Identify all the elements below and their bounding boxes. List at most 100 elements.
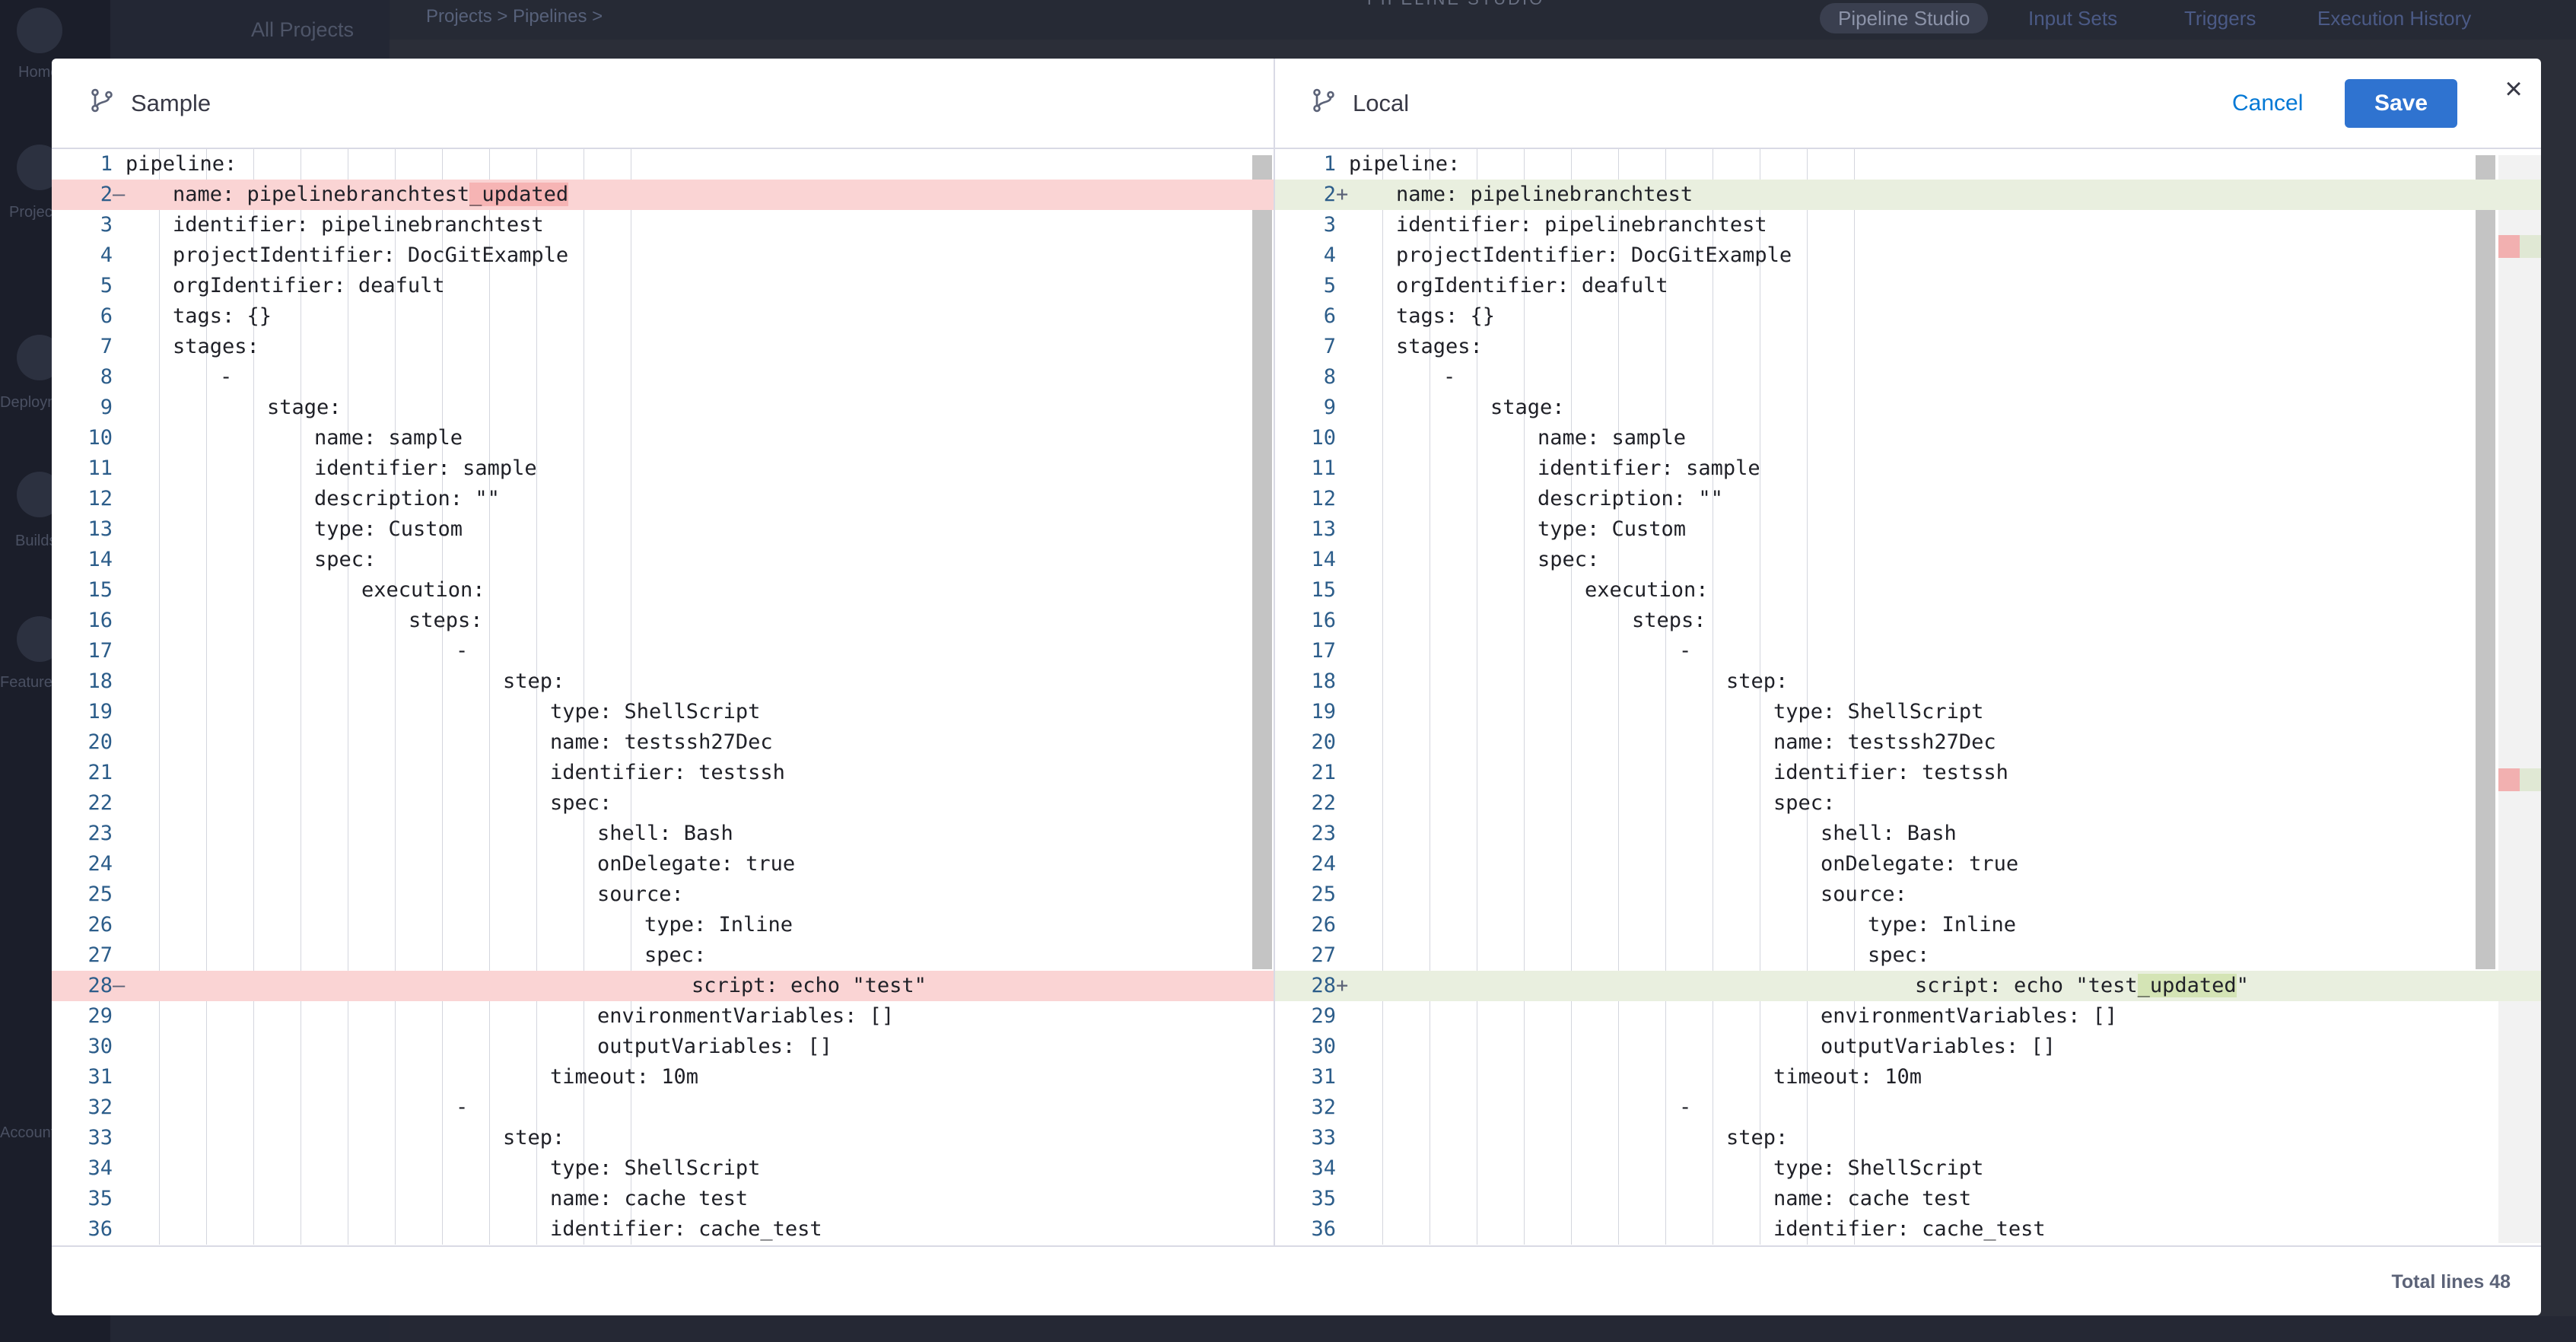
code-text: - [1679, 639, 1692, 663]
code-text: - [1443, 365, 1456, 389]
diff-overview-ruler[interactable] [2498, 155, 2541, 1243]
code-line: 8- [1275, 362, 2541, 393]
code-text: type: Inline [1868, 913, 2017, 937]
line-number: 5 [100, 274, 113, 297]
line-number: 5 [1323, 274, 1336, 297]
code-line: 28+script: echo "test_updated" [1275, 971, 2541, 1001]
line-number: 25 [87, 882, 113, 906]
code-text: type: Inline [644, 913, 793, 937]
code-text: description: "" [1538, 487, 1723, 510]
line-number: 13 [87, 517, 113, 541]
code-text: pipeline: [1349, 152, 1461, 176]
nav-label-builds: Builds [15, 533, 57, 549]
left-scrollbar[interactable] [1252, 155, 1272, 969]
indent-guide [159, 149, 160, 1245]
line-number: 28 [87, 974, 113, 997]
code-text: orgIdentifier: deafult [1396, 274, 1668, 297]
code-text: stage: [267, 396, 342, 419]
line-number: 8 [1323, 365, 1336, 389]
code-text: type: ShellScript [550, 700, 761, 723]
line-number: 16 [1311, 609, 1336, 632]
code-text: name: cache test [1773, 1187, 1972, 1210]
modal-header: Sample Local Cancel Save × [52, 59, 2541, 149]
line-number: 20 [1311, 730, 1336, 754]
tab-input-sets: Input Sets [2028, 7, 2118, 30]
right-pane-title-text: Local [1353, 89, 1410, 116]
line-number: 33 [87, 1126, 113, 1150]
right-pane-title: Local [1310, 59, 1409, 148]
code-text: step: [1726, 1126, 1789, 1150]
line-number: 17 [1311, 639, 1336, 663]
diff-marker: + [1336, 974, 1349, 997]
close-icon[interactable]: × [2504, 72, 2523, 106]
right-scrollbar[interactable] [2476, 155, 2495, 969]
line-number: 36 [87, 1217, 113, 1241]
save-button[interactable]: Save [2345, 79, 2457, 128]
code-text: name: testssh27Dec [550, 730, 773, 754]
topbar-title: PIPELINE STUDIO [1367, 0, 1544, 9]
code-text: pipeline: [126, 152, 237, 176]
pane-divider [1274, 59, 1275, 1245]
code-text: identifier: pipelinebranchtest [1396, 213, 1767, 237]
line-number: 2 [100, 183, 113, 206]
code-line: 2—name: pipelinebranchtest_updated [52, 180, 1274, 210]
line-number: 9 [1323, 396, 1336, 419]
cancel-button[interactable]: Cancel [2214, 79, 2321, 128]
tab-execution-history: Execution History [2317, 7, 2472, 30]
code-text: stages: [1396, 335, 1483, 358]
modal-footer: Total lines 48 [52, 1245, 2541, 1315]
code-text: name: testssh27Dec [1773, 730, 1996, 754]
line-number: 27 [1311, 943, 1336, 967]
code-text: type: ShellScript [1773, 700, 1984, 723]
indent-guide [395, 149, 396, 1245]
diff-marker: — [113, 183, 126, 206]
code-text: identifier: cache_test [1773, 1217, 2046, 1241]
code-text: step: [503, 1126, 565, 1150]
code-line: 6 tags: {} [52, 301, 1274, 332]
background-bottom-bar [390, 1316, 2576, 1342]
line-number: 6 [100, 304, 113, 328]
code-text: step: [1726, 669, 1789, 693]
code-text: tags: {} [1396, 304, 1496, 328]
line-number: 18 [1311, 669, 1336, 693]
code-text: shell: Bash [597, 822, 733, 845]
nav-label-feature-flags: Feature Flags [0, 674, 61, 691]
code-text: tags: {} [173, 304, 272, 328]
line-number: 6 [1323, 304, 1336, 328]
indent-guide [489, 149, 490, 1245]
nav-label-deployments: Deployments [0, 394, 61, 411]
code-text: identifier: cache_test [550, 1217, 822, 1241]
line-number: 22 [1311, 791, 1336, 815]
indent-guide [1382, 149, 1383, 1245]
code-text: execution: [1585, 578, 1709, 602]
indent-guide [1618, 149, 1619, 1245]
line-number: 30 [1311, 1035, 1336, 1058]
indent-guide [442, 149, 443, 1245]
indent-guide [1854, 149, 1855, 1245]
code-text: identifier: sample [314, 456, 537, 480]
total-lines-label: Total lines 48 [2391, 1271, 2511, 1293]
line-number: 17 [87, 639, 113, 663]
